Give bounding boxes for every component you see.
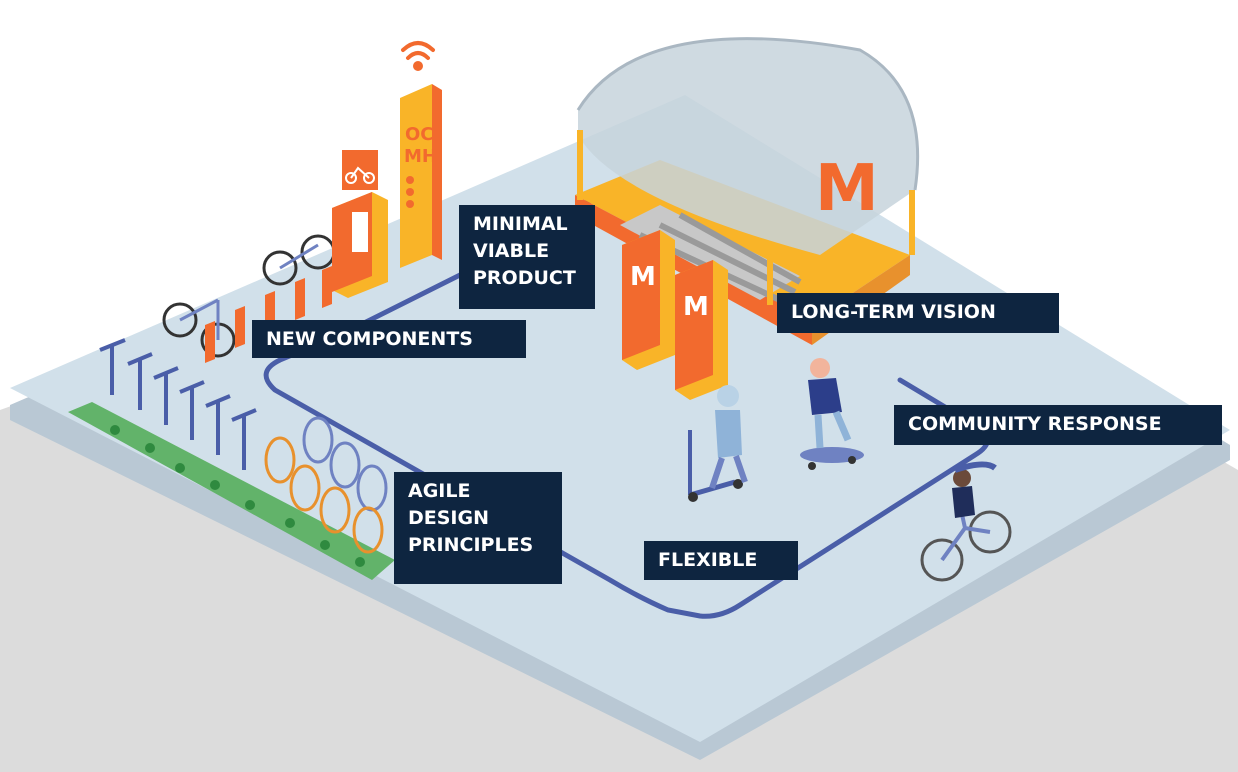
mvp-line-1: MINIMAL bbox=[473, 213, 568, 235]
mvp-line-3: PRODUCT bbox=[473, 267, 576, 289]
agile-line-3: PRINCIPLES bbox=[408, 534, 534, 556]
docked-bikes bbox=[264, 416, 388, 554]
platform bbox=[10, 95, 1230, 742]
kiosk-letter-1: M bbox=[630, 262, 656, 292]
signage-tower bbox=[400, 84, 442, 268]
scooter-rider-icon bbox=[688, 385, 748, 502]
kiosk-letter-2: M bbox=[683, 292, 709, 322]
label-long-term-vision: LONG-TERM VISION bbox=[777, 293, 1059, 333]
label-flexible: FLEXIBLE bbox=[644, 541, 798, 580]
label-minimal-viable-product: MINIMAL VIABLE PRODUCT bbox=[459, 205, 595, 309]
ticket-kiosks bbox=[622, 230, 728, 400]
mvp-line-2: VIABLE bbox=[473, 240, 550, 262]
bike-kiosk bbox=[332, 150, 388, 298]
cyclist-icon bbox=[920, 461, 1012, 582]
bicycle-icon bbox=[345, 166, 375, 184]
agile-line-1: AGILE bbox=[408, 480, 471, 502]
label-new-components: NEW COMPONENTS bbox=[252, 320, 526, 358]
scooter-rack bbox=[99, 338, 257, 470]
label-agile-design-principles: AGILE DESIGN PRINCIPLES bbox=[394, 472, 562, 584]
wifi-icon bbox=[401, 41, 435, 71]
tower-text-mh: MH bbox=[404, 146, 437, 167]
transit-station bbox=[575, 37, 920, 345]
grass-bushes bbox=[110, 425, 365, 567]
label-community-response: COMMUNITY RESPONSE bbox=[894, 405, 1222, 445]
station-letter: M bbox=[815, 152, 879, 226]
agile-line-2: DESIGN bbox=[408, 507, 490, 529]
tower-text-oc: OC bbox=[405, 124, 434, 145]
skateboarder-icon bbox=[800, 358, 864, 470]
